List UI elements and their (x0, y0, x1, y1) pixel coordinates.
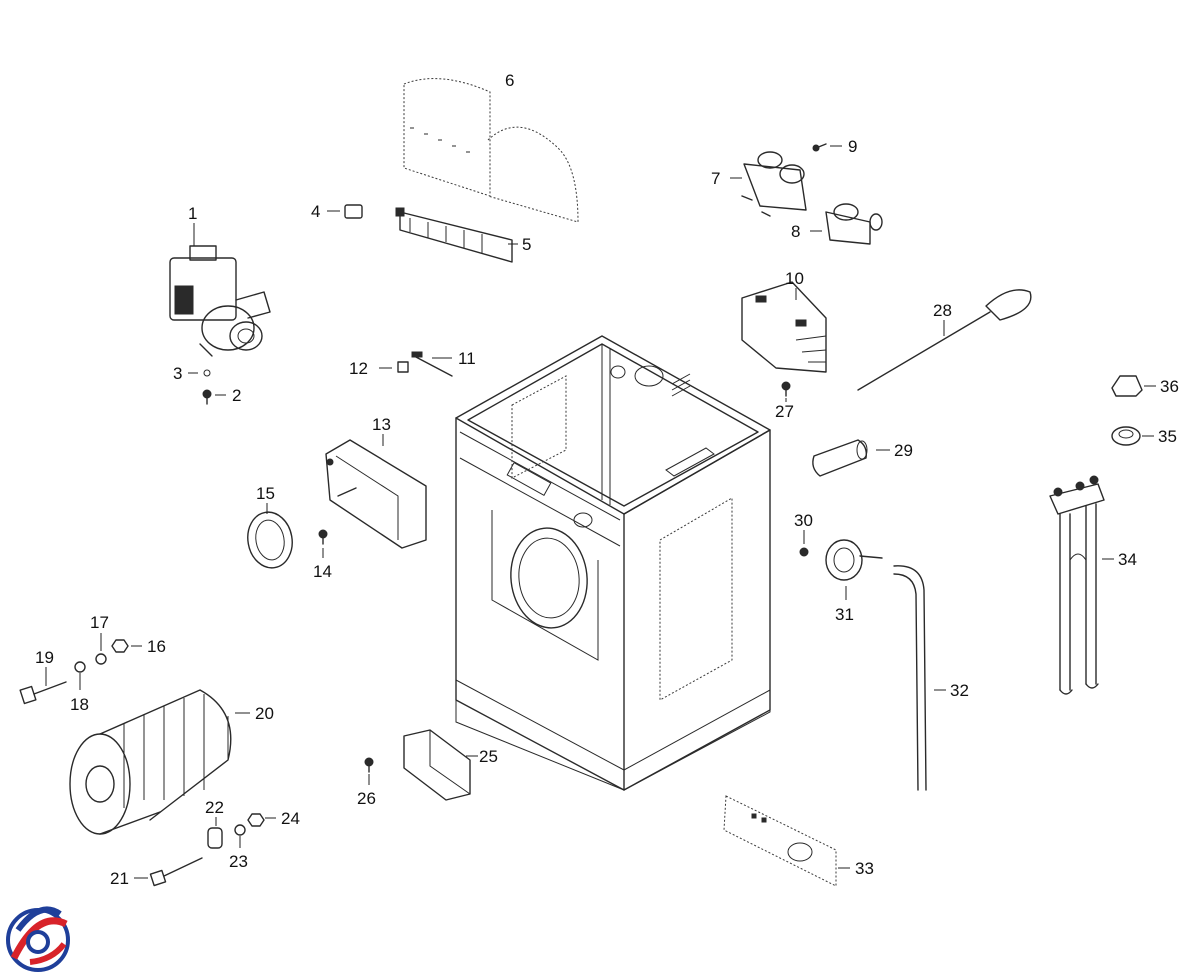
part-17-washer (95, 653, 107, 665)
part-2-screw (202, 389, 212, 405)
part-16-nut (111, 639, 129, 653)
callout-27: 27 (775, 402, 794, 421)
part-26-screw (364, 757, 374, 773)
callout-13: 13 (372, 415, 391, 434)
callout-34: 34 (1118, 550, 1137, 569)
part-12-clip (397, 361, 409, 373)
callout-2: 2 (232, 386, 241, 405)
part-15-knob-ring (247, 511, 293, 569)
part-6-cover-panel (403, 78, 579, 223)
callout-7: 7 (711, 169, 720, 188)
part-7-double-valve (741, 151, 807, 217)
part-9-screw (812, 143, 827, 152)
callout-12: 12 (349, 359, 368, 378)
part-14-screw (318, 529, 328, 545)
callout-15: 15 (256, 484, 275, 503)
callout-36: 36 (1160, 377, 1179, 396)
part-24-nut (247, 813, 265, 827)
callout-30: 30 (794, 511, 813, 530)
callout-5: 5 (522, 235, 531, 254)
part-27-screw (781, 381, 791, 397)
callout-20: 20 (255, 704, 274, 723)
callout-33: 33 (855, 859, 874, 878)
part-30-screw (799, 547, 809, 557)
callout-29: 29 (894, 441, 913, 460)
callout-10: 10 (785, 269, 804, 288)
callout-28: 28 (933, 301, 952, 320)
callout-24: 24 (281, 809, 300, 828)
callout-19: 19 (35, 648, 54, 667)
callout-17: 17 (90, 613, 109, 632)
part-10-control-module (741, 281, 827, 373)
part-4-knob (344, 204, 363, 219)
part-22-spacer (207, 827, 223, 849)
part-8-single-valve (825, 203, 883, 245)
callout-4: 4 (311, 202, 320, 221)
part-23-washer (234, 824, 246, 836)
callout-3: 3 (173, 364, 182, 383)
leader-lines (45, 145, 1156, 879)
part-36-bracket (1111, 375, 1143, 397)
callout-9: 9 (848, 137, 857, 156)
part-19-bolt (19, 681, 67, 705)
callout-26: 26 (357, 789, 376, 808)
part-35-seal-nut (1111, 426, 1141, 446)
callout-8: 8 (791, 222, 800, 241)
callout-25: 25 (479, 747, 498, 766)
callout-21: 21 (110, 869, 129, 888)
cabinet (455, 335, 771, 791)
part-25-door-interlock (403, 729, 471, 801)
part-34-heating-element (1049, 475, 1105, 695)
part-5-button-panel (395, 207, 513, 263)
part-32-hose (893, 565, 927, 791)
part-11-sensor-wire (411, 351, 453, 377)
brand-swirl-logo (6, 906, 70, 972)
callout-1: 1 (188, 204, 197, 223)
callout-numbers: 1 2 3 4 5 6 7 8 9 10 11 12 13 14 15 16 1… (35, 71, 1179, 888)
part-13-timer-unit (325, 439, 427, 549)
callout-16: 16 (147, 637, 166, 656)
part-28-mains-cable (857, 289, 1032, 391)
part-33-plinth-plate (723, 795, 837, 887)
callout-14: 14 (313, 562, 332, 581)
part-29-capacitor (812, 439, 868, 477)
part-18-washer (74, 661, 86, 673)
callout-22: 22 (205, 798, 224, 817)
part-1-drain-pump (169, 245, 271, 357)
callout-18: 18 (70, 695, 89, 714)
callout-11: 11 (458, 349, 476, 368)
callout-23: 23 (229, 852, 248, 871)
part-31-pressure-switch (825, 539, 883, 581)
part-20-motor (69, 689, 232, 835)
callout-32: 32 (950, 681, 969, 700)
callout-35: 35 (1158, 427, 1177, 446)
callout-31: 31 (835, 605, 854, 624)
callout-6: 6 (505, 71, 514, 90)
part-21-bolt (149, 857, 203, 887)
